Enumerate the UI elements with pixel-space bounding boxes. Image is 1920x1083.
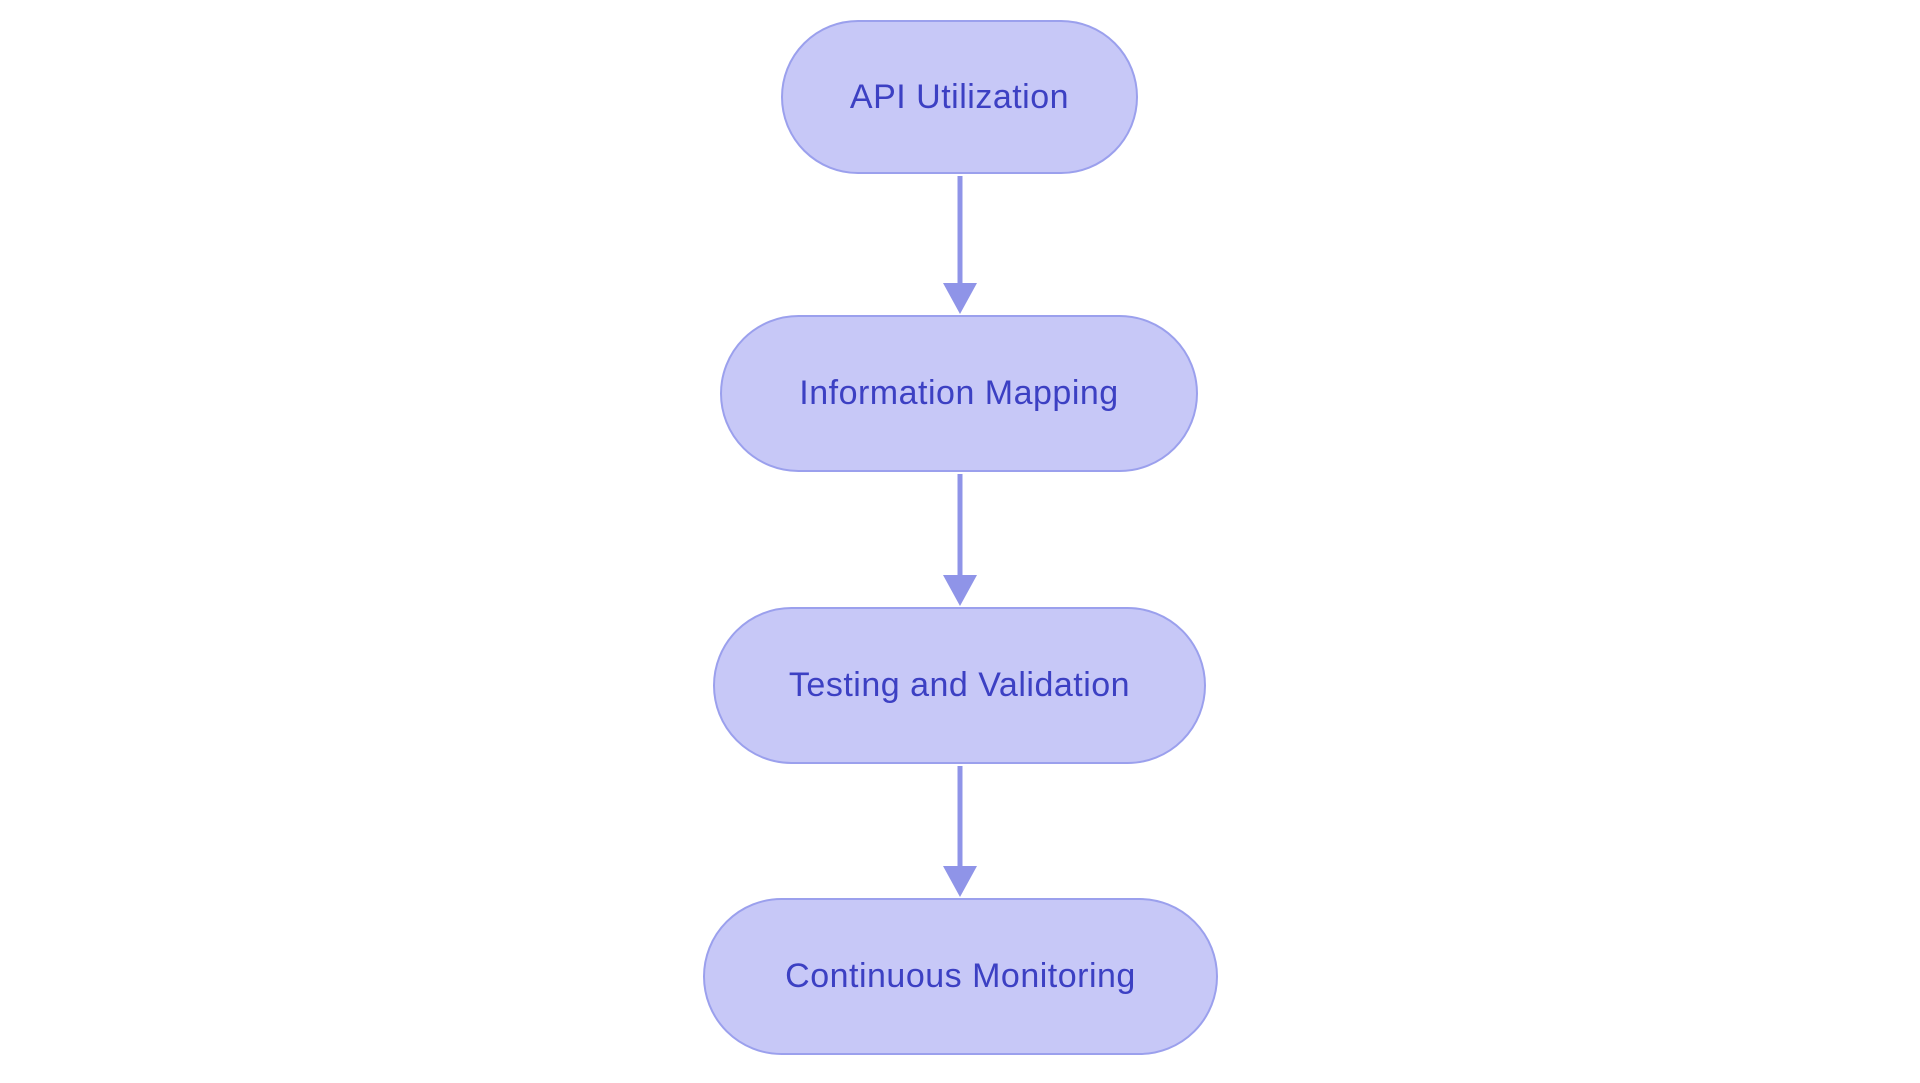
flow-node-continuous-monitoring: Continuous Monitoring — [703, 898, 1218, 1055]
arrowhead-down-icon — [943, 283, 977, 314]
arrowhead-down-icon — [943, 866, 977, 897]
arrow-node2-to-node3 — [943, 474, 977, 606]
node-label: API Utilization — [849, 77, 1070, 116]
arrow-node3-to-node4 — [943, 766, 977, 897]
arrow-node1-to-node2 — [943, 176, 977, 314]
node-label: Continuous Monitoring — [785, 957, 1136, 995]
node-label: Testing and Validation — [788, 666, 1131, 704]
arrowhead-down-icon — [943, 575, 977, 606]
flow-node-information-mapping: Information Mapping — [720, 315, 1198, 472]
node-label: Information Mapping — [799, 374, 1119, 412]
flow-node-api-utilization: API Utilization — [781, 20, 1138, 174]
flow-node-testing-and-validation: Testing and Validation — [713, 607, 1206, 764]
